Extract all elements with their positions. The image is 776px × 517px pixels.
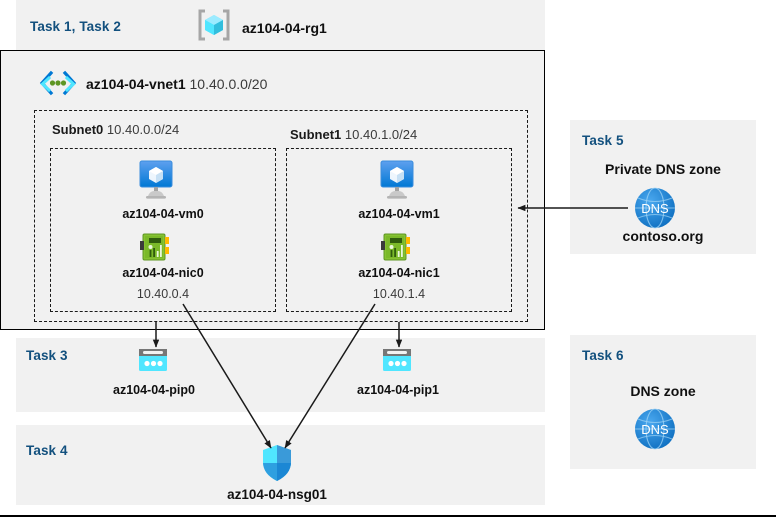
- pip1-label: az104-04-pip1: [357, 383, 439, 397]
- resource-group-name: az104-04-rg1: [242, 20, 327, 36]
- public-ip-address-icon: [136, 347, 172, 377]
- virtual-network-box: [0, 50, 545, 330]
- task-label-1-2: Task 1, Task 2: [30, 19, 121, 34]
- task-label-3: Task 3: [26, 348, 68, 363]
- subnet0-box: [50, 148, 276, 312]
- nic0-label: az104-04-nic0: [122, 266, 204, 280]
- virtual-network-name: az104-04-vnet1 10.40.0.0/20: [86, 76, 268, 92]
- dns-zone-icon: DNS: [631, 405, 679, 453]
- private-dns-zone-name: contoso.org: [622, 228, 704, 244]
- vm1-label: az104-04-vm1: [358, 207, 440, 221]
- subnets-container: [34, 110, 528, 322]
- network-security-group-icon: [260, 443, 294, 483]
- public-ip-panel: [16, 338, 545, 412]
- network-interface-icon: [381, 231, 413, 263]
- subnet1-title: Subnet1 10.40.1.0/24: [290, 127, 418, 142]
- virtual-machine-icon: [133, 158, 179, 202]
- public-dns-heading: DNS zone: [630, 383, 696, 399]
- subnet1-box: [286, 148, 512, 312]
- task-label-5: Task 5: [582, 133, 624, 148]
- network-interface-icon: [140, 231, 172, 263]
- dns-zone-icon: DNS: [631, 184, 679, 232]
- resource-group-icon: [196, 8, 232, 42]
- private-dns-heading: Private DNS zone: [605, 161, 721, 177]
- task-label-4: Task 4: [26, 443, 68, 458]
- pip0-label: az104-04-pip0: [113, 383, 195, 397]
- vm0-label: az104-04-vm0: [122, 207, 204, 221]
- nic0-ip: 10.40.0.4: [136, 287, 190, 301]
- subnet0-title: Subnet0 10.40.0.0/24: [52, 122, 180, 137]
- nic1-label: az104-04-nic1: [358, 266, 440, 280]
- svg-text:DNS: DNS: [641, 201, 669, 216]
- virtual-machine-icon: [374, 158, 420, 202]
- private-dns-panel: [570, 120, 756, 254]
- nic1-ip: 10.40.1.4: [372, 287, 426, 301]
- virtual-network-icon: [38, 70, 78, 96]
- svg-text:DNS: DNS: [641, 422, 669, 437]
- task-label-6: Task 6: [582, 348, 624, 363]
- public-ip-address-icon: [380, 347, 416, 377]
- nsg-label: az104-04-nsg01: [227, 487, 327, 502]
